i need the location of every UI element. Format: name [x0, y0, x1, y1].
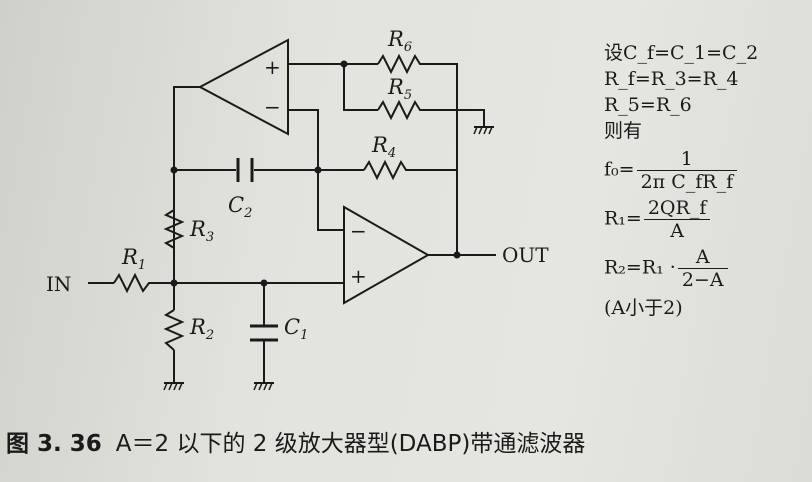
label-r1: R1: [121, 245, 146, 273]
formula-line-3: R_5=R_6: [604, 94, 692, 116]
formula-r2-lhs: R₂=R₁ ·: [604, 256, 676, 279]
label-r6: R6: [387, 27, 412, 55]
formula-r2-denominator: 2−A: [681, 269, 724, 291]
opamp-main-minus: −: [350, 219, 367, 243]
resistor-r4: [363, 159, 410, 181]
label-c1: C1: [284, 315, 308, 343]
formula-note: (A小于2): [604, 297, 683, 319]
opamp-main-plus: +: [350, 264, 367, 288]
ground-symbol: [163, 382, 184, 391]
formula-r1-denominator: A: [670, 220, 684, 242]
capacitor-c2: [236, 158, 254, 182]
resistor-r5: [377, 99, 424, 121]
opamp-top-minus: −: [264, 95, 281, 119]
label-c2: C2: [228, 193, 252, 221]
ground-symbol: [253, 382, 274, 391]
capacitor-c1: [250, 324, 278, 342]
opamp-top-plus: +: [264, 55, 281, 79]
ground-symbol: [473, 126, 494, 135]
junction-dots: [170, 60, 461, 287]
formula-f0-denominator: 2π C_fR_f: [640, 171, 734, 193]
formula-r2-numerator: A: [677, 246, 728, 269]
figure-caption-text: A＝2 以下的 2 级放大器型(DABP)带通滤波器: [115, 431, 586, 457]
opamp-main-symbol: [343, 205, 431, 305]
figure-number: 图 3. 36: [6, 431, 102, 457]
formula-line-4: 则有: [604, 120, 643, 142]
formula-line-1: 设C_f=C_1=C_2: [604, 42, 759, 64]
formula-f0-numerator: 1: [636, 148, 738, 171]
wires: [88, 63, 496, 382]
label-r5: R5: [387, 75, 412, 103]
opamp-top-symbol: [197, 38, 289, 136]
formula-block: 设C_f=C_1=C_2 R_f=R_3=R_4 R_5=R_6 则有 f₀=1…: [604, 40, 804, 321]
label-r2: R2: [189, 315, 214, 343]
resistor-r3: [163, 209, 185, 249]
formula-r1-numerator: 2QR_f: [643, 197, 711, 220]
formula-line-2: R_f=R_3=R_4: [604, 68, 739, 90]
resistor-r2: [163, 309, 185, 351]
formula-r1-lhs: R₁=: [604, 207, 642, 230]
label-r4: R4: [371, 133, 396, 161]
label-r3: R3: [189, 217, 214, 245]
resistor-r6: [377, 53, 424, 75]
output-terminal-label: OUT: [502, 243, 549, 267]
circuit-schematic: + − − +: [46, 27, 549, 391]
resistor-r1: [113, 272, 152, 294]
figure-caption: 图 3. 36 A＝2 以下的 2 级放大器型(DABP)带通滤波器: [6, 424, 806, 458]
formula-f0-lhs: f₀=: [604, 158, 635, 181]
input-terminal-label: IN: [46, 272, 71, 296]
